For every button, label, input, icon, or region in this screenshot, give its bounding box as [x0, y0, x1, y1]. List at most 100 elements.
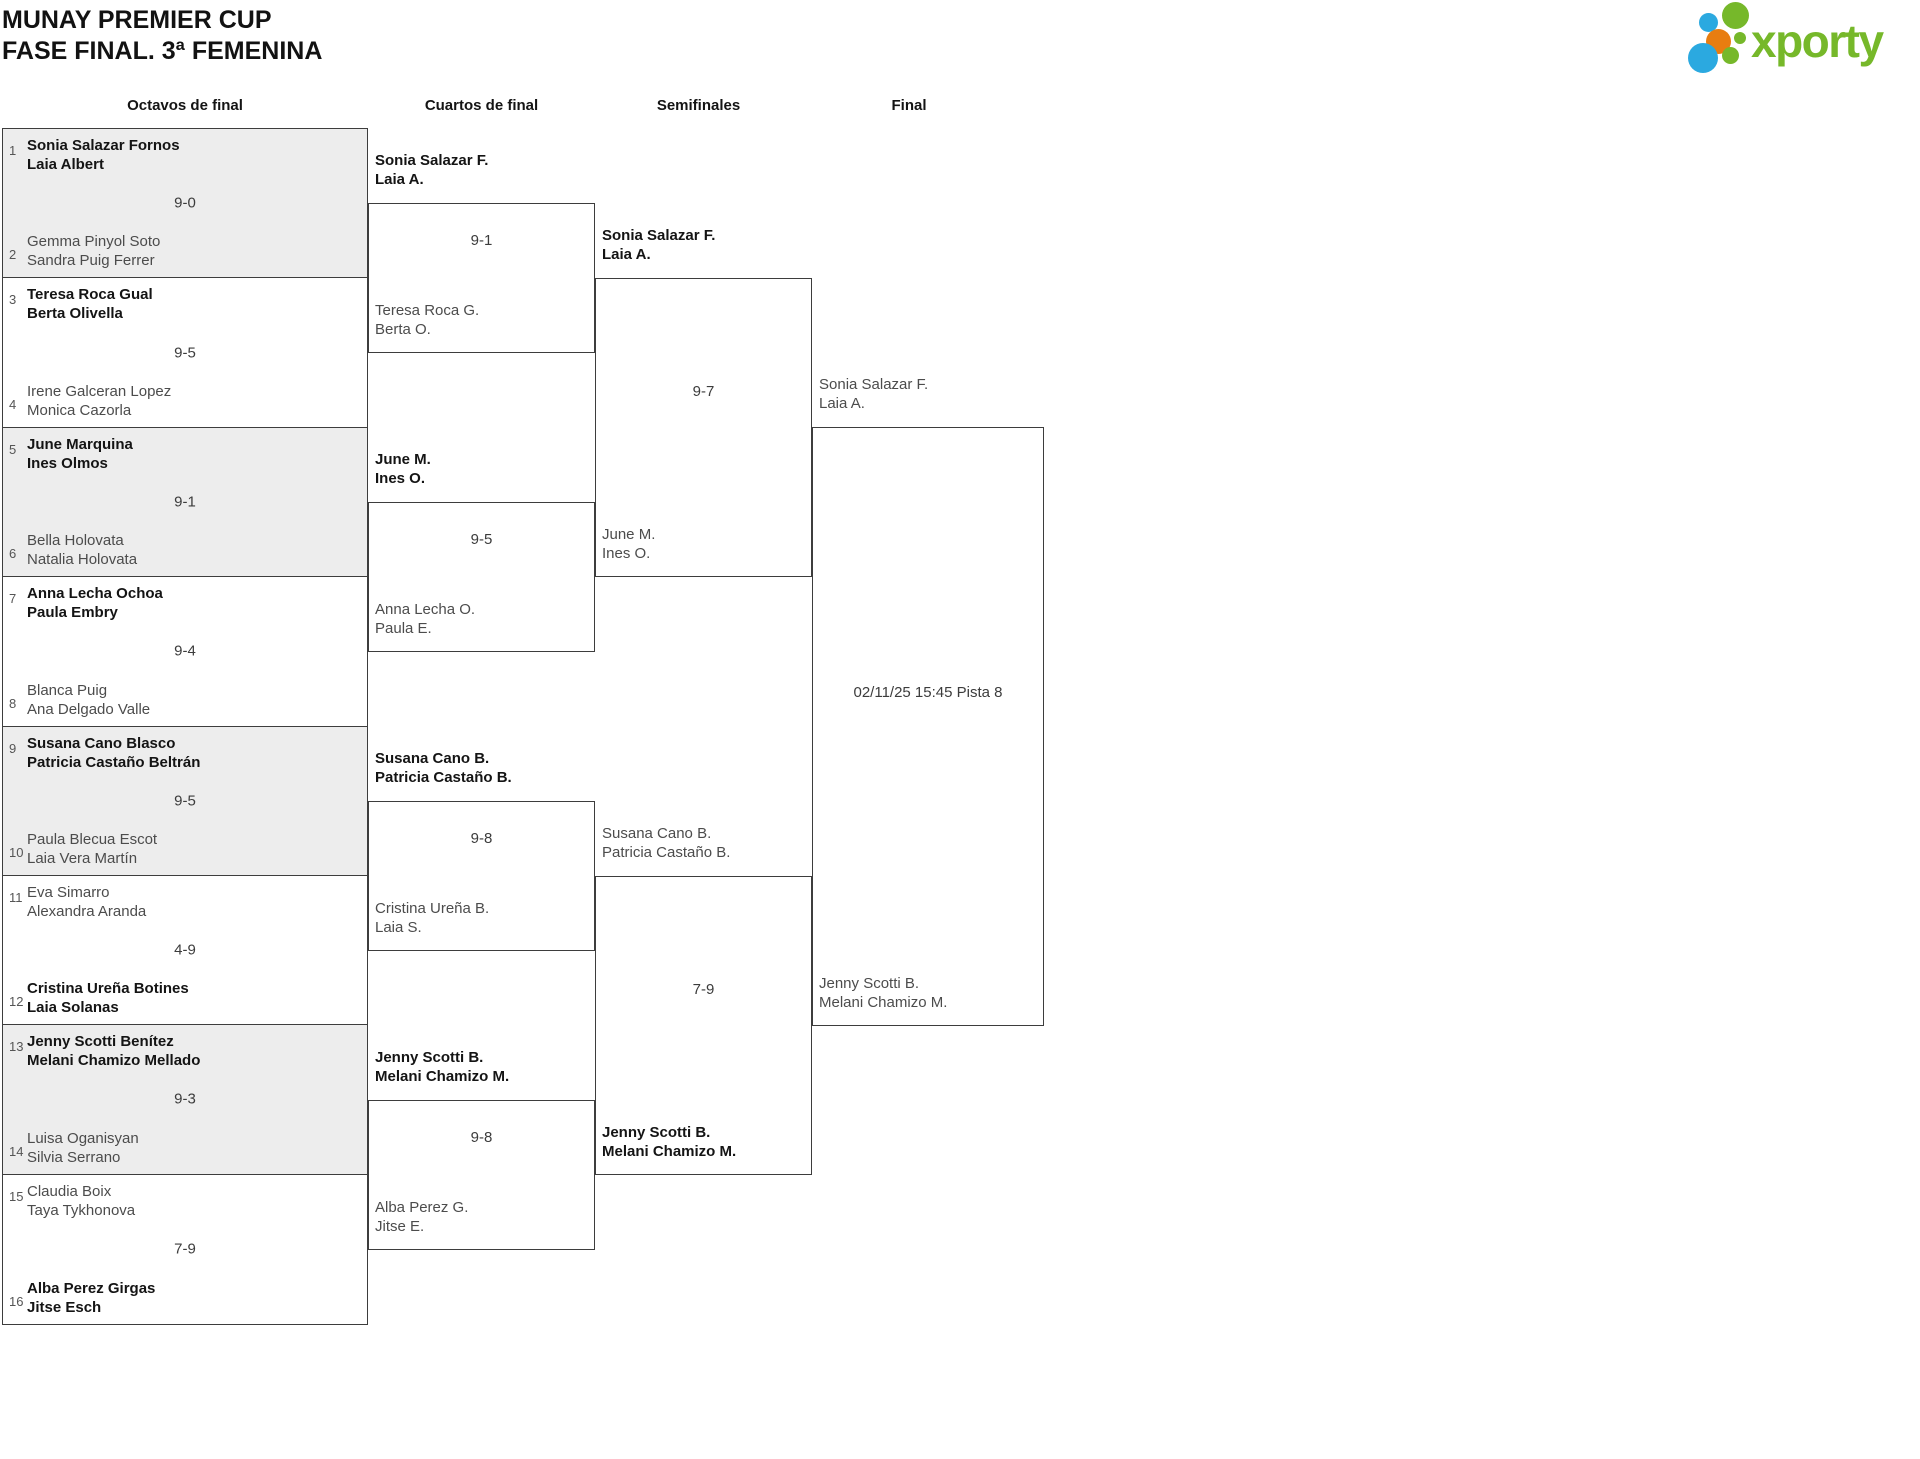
r16-match-4: 7 Anna Lecha Ochoa Paula Embry 9-4 Blanc…	[3, 577, 367, 727]
seed-number: 4	[9, 396, 17, 412]
player-name: Patricia Castaño Beltrán	[27, 753, 201, 771]
team-pair: Eva Simarro Alexandra Aranda	[27, 883, 146, 921]
player-name: Sonia Salazar Fornos	[27, 137, 180, 154]
round-header-octavos: Octavos de final	[127, 97, 243, 114]
player-name: Laia A.	[819, 395, 865, 412]
player-name: Jenny Scotti B.	[602, 1124, 711, 1141]
team-pair: Bella Holovata Natalia Holovata	[27, 531, 137, 569]
sf-match-box-2: 7-9	[595, 876, 812, 1175]
qf3-bottom-team: Cristina Ureña B. Laia S.	[375, 899, 489, 937]
seed-number: 8	[9, 695, 17, 711]
xporty-logo: xporty	[1663, 2, 1918, 80]
seed-number: 12	[9, 994, 24, 1010]
team-pair: Gemma Pinyol Soto Sandra Puig Ferrer	[27, 232, 160, 270]
final-schedule-info: 02/11/25 15:45 Pista 8	[853, 684, 1003, 701]
seed-number: 14	[9, 1143, 24, 1159]
player-name: Jenny Scotti B.	[375, 1049, 484, 1066]
player-name: Natalia Holovata	[27, 551, 138, 569]
sf-match-box-1: 9-7	[595, 278, 812, 577]
logo-dot-green-large-icon	[1722, 2, 1749, 29]
match-score: 9-8	[470, 830, 493, 847]
player-name: Alba Perez Girgas	[27, 1280, 156, 1297]
final-top-team: Sonia Salazar F. Laia A.	[819, 375, 928, 413]
player-name: Bella Holovata	[27, 532, 124, 550]
seed-number: 3	[9, 292, 17, 308]
player-name: June M.	[602, 526, 656, 543]
player-name: Berta O.	[375, 321, 431, 338]
player-name: Ana Delgado Valle	[27, 700, 151, 718]
player-name: Laia A.	[602, 246, 651, 263]
sf1-bottom-team: June M. Ines O.	[602, 525, 655, 563]
page-title: MUNAY PREMIER CUP FASE FINAL. 3ª FEMENIN…	[2, 5, 322, 67]
player-name: Cristina Ureña Botines	[27, 980, 189, 998]
match-score: 9-1	[470, 232, 493, 249]
sf1-top-team: Sonia Salazar F. Laia A.	[602, 226, 715, 264]
round-of-16-column: 1 Sonia Salazar Fornos Laia Albert 9-0 G…	[2, 128, 368, 1325]
qf-match-box-1: 9-1	[368, 203, 595, 353]
player-name: Teresa Roca G.	[375, 302, 480, 319]
player-name: Luisa Oganisyan	[27, 1129, 139, 1147]
team-pair: Claudia Boix Taya Tykhonova	[27, 1182, 135, 1220]
match-score: 4-9	[174, 941, 196, 959]
player-name: Claudia Boix	[27, 1182, 112, 1200]
seed-number: 10	[9, 844, 24, 860]
player-name: Melani Chamizo Mellado	[27, 1052, 201, 1070]
player-name: Monica Cazorla	[27, 401, 132, 419]
player-name: Susana Cano Blasco	[27, 734, 176, 752]
seed-number: 11	[9, 889, 23, 905]
qf-match-box-3: 9-8	[368, 801, 595, 951]
seed-number: 5	[9, 441, 17, 457]
player-name: Paula E.	[375, 620, 432, 637]
team-pair: Anna Lecha Ochoa Paula Embry	[27, 584, 163, 622]
match-score: 9-8	[470, 1129, 493, 1146]
player-name: Sonia Salazar F.	[602, 227, 716, 244]
r16-match-3: 5 June Marquina Ines Olmos 9-1 Bella Hol…	[3, 427, 367, 578]
player-name: Laia Solanas	[27, 999, 119, 1017]
team-pair: Alba Perez Girgas Jitse Esch	[27, 1279, 155, 1317]
player-name: Jitse Esch	[27, 1299, 102, 1316]
player-name: Sandra Puig Ferrer	[27, 252, 155, 270]
team-pair: Blanca Puig Ana Delgado Valle	[27, 681, 150, 719]
qf2-bottom-team: Anna Lecha O. Paula E.	[375, 600, 475, 638]
r16-match-5: 9 Susana Cano Blasco Patricia Castaño Be…	[3, 726, 367, 876]
r16-match-7: 13 Jenny Scotti Benítez Melani Chamizo M…	[3, 1025, 367, 1175]
team-pair: Irene Galceran Lopez Monica Cazorla	[27, 382, 171, 420]
logo-wordmark: xporty	[1751, 15, 1884, 67]
player-name: Laia Vera Martín	[27, 849, 138, 867]
team-pair: Luisa Oganisyan Silvia Serrano	[27, 1129, 139, 1167]
team-pair: Paula Blecua Escot Laia Vera Martín	[27, 830, 157, 868]
qf-match-box-4: 9-8	[368, 1100, 595, 1250]
seed-number: 6	[9, 546, 17, 562]
logo-dot-green-tiny-icon	[1734, 32, 1746, 44]
phase-category: FASE FINAL. 3ª FEMENINA	[2, 37, 323, 65]
team-pair: June Marquina Ines Olmos	[27, 435, 133, 473]
logo-dot-blue-large-icon	[1688, 43, 1718, 73]
r16-match-8: 15 Claudia Boix Taya Tykhonova 7-9 Alba …	[3, 1174, 367, 1324]
team-pair: Susana Cano Blasco Patricia Castaño Belt…	[27, 734, 200, 772]
seed-number: 9	[9, 740, 17, 756]
player-name: Laia A.	[375, 171, 424, 188]
logo-dot-green-small-icon	[1722, 47, 1739, 64]
match-score: 9-3	[174, 1090, 196, 1108]
player-name: Cristina Ureña B.	[375, 900, 490, 917]
team-pair: Teresa Roca Gual Berta Olivella	[27, 285, 153, 323]
qf1-bottom-team: Teresa Roca G. Berta O.	[375, 301, 479, 339]
team-pair: Cristina Ureña Botines Laia Solanas	[27, 979, 189, 1017]
qf3-top-team: Susana Cano B. Patricia Castaño B.	[375, 749, 512, 787]
seed-number: 13	[9, 1039, 24, 1055]
qf4-top-team: Jenny Scotti B. Melani Chamizo M.	[375, 1048, 509, 1086]
player-name: Sonia Salazar F.	[375, 152, 489, 169]
player-name: Teresa Roca Gual	[27, 286, 153, 304]
match-score: 7-9	[692, 981, 715, 998]
seed-number: 15	[9, 1188, 24, 1204]
player-name: Jenny Scotti B.	[819, 975, 920, 992]
player-name: Paula Blecua Escot	[27, 830, 158, 848]
r16-match-2: 3 Teresa Roca Gual Berta Olivella 9-5 Ir…	[3, 278, 367, 428]
player-name: Melani Chamizo M.	[375, 1068, 510, 1085]
player-name: Susana Cano B.	[602, 825, 712, 842]
final-match-box: 02/11/25 15:45 Pista 8	[812, 427, 1044, 1026]
player-name: Patricia Castaño B.	[602, 844, 731, 861]
player-name: Ines O.	[375, 470, 426, 487]
player-name: Taya Tykhonova	[27, 1201, 136, 1219]
